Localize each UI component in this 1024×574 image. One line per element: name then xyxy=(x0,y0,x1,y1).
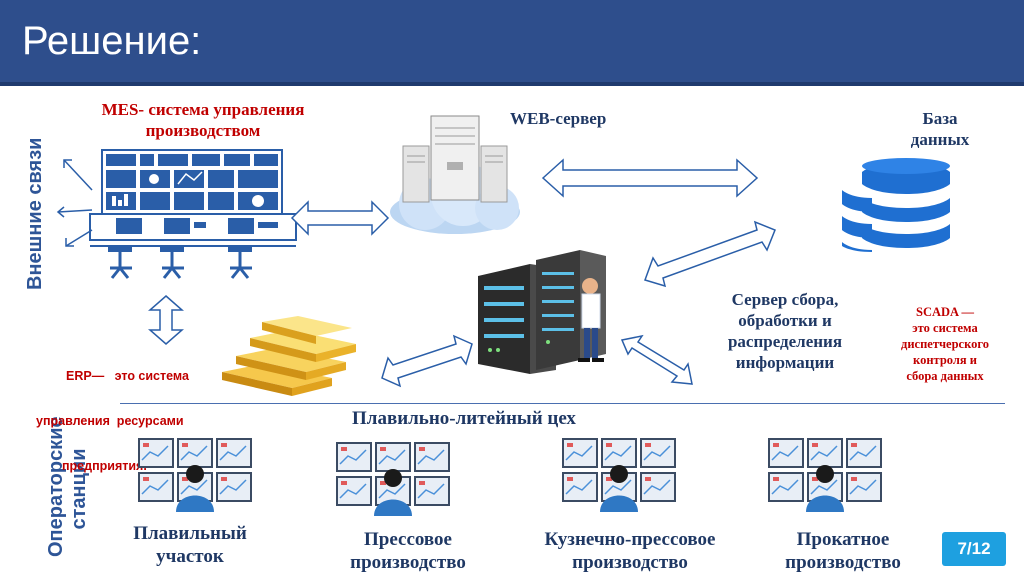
station-caption-2: Прессовое производство xyxy=(318,528,498,574)
web-server-cloud-icon xyxy=(390,115,520,234)
double-arrow-server-db xyxy=(644,220,776,288)
operator-station-icon-1 xyxy=(138,438,252,512)
scada-caption: SCADA — это система диспетчерского контр… xyxy=(872,304,1018,384)
operator-station-icon-2 xyxy=(336,442,450,516)
gold-bars-icon xyxy=(222,316,356,396)
station-2-line1: Прессовое xyxy=(364,529,452,550)
web-server-label: WEB-сервер xyxy=(510,109,607,128)
station-4-line2: производство xyxy=(785,552,901,573)
collection-server-line4: информации xyxy=(735,353,835,372)
operator-station-icon-4 xyxy=(768,438,882,512)
collection-server-line2: обработки и xyxy=(738,311,832,330)
station-1-line1: Плавильный xyxy=(133,523,247,544)
database-caption: База данных xyxy=(890,108,990,150)
station-caption-1: Плавильный участок xyxy=(100,522,280,568)
scada-line3: диспетчерского xyxy=(901,337,989,351)
scada-line1: SCADA — xyxy=(916,305,974,319)
double-arrow-web-db xyxy=(541,158,759,198)
collection-server-caption: Сервер сбора, обработки и распределения … xyxy=(700,289,870,373)
page-indicator: 7/12 xyxy=(942,532,1006,566)
database-caption-line2: данных xyxy=(910,130,970,149)
station-caption-4: Прокатное производство xyxy=(758,528,928,574)
mes-caption-line2: производством xyxy=(145,121,261,140)
scada-line5: сбора данных xyxy=(906,369,984,383)
server-rack-technician-icon xyxy=(478,250,606,374)
double-arrow-server-scada xyxy=(620,334,693,385)
mes-caption: MES- система управления производством xyxy=(58,99,348,141)
scada-line4: контроля и xyxy=(913,353,977,367)
double-arrow-erp-server xyxy=(381,334,473,388)
collection-server-line3: распределения xyxy=(727,332,843,351)
erp-line2: управления ресурсами xyxy=(36,414,184,428)
title-bar: Решение: xyxy=(0,0,1024,86)
operator-station-icon-3 xyxy=(562,438,676,512)
station-caption-3: Кузнечно-прессовое производство xyxy=(515,528,745,574)
double-arrow-mes-erp xyxy=(148,295,184,345)
erp-caption: ERP— это система управления ресурсами пр… xyxy=(36,339,216,489)
station-3-line1: Кузнечно-прессовое xyxy=(544,529,716,550)
erp-line3: предприятия. xyxy=(62,459,147,473)
mes-caption-line1: MES- система управления xyxy=(101,100,305,119)
database-caption-line1: База xyxy=(922,109,958,128)
mes-control-room-icon xyxy=(89,149,297,279)
double-arrow-mes-web xyxy=(290,200,390,236)
scada-line2: это система xyxy=(912,321,978,335)
station-4-line1: Прокатное xyxy=(796,529,890,550)
external-arrows-icon xyxy=(56,159,93,247)
external-links-label: Внешние связи xyxy=(24,137,46,290)
database-icon xyxy=(842,158,950,252)
station-2-line2: производство xyxy=(350,552,466,573)
page-title: Решение: xyxy=(22,19,202,63)
section-divider xyxy=(120,403,1005,404)
station-3-line2: производство xyxy=(572,552,688,573)
collection-server-line1: Сервер сбора, xyxy=(731,290,839,309)
station-1-line2: участок xyxy=(156,546,224,567)
erp-line1: ERP— это система xyxy=(66,369,189,383)
workshop-title: Плавильно-литейный цех xyxy=(352,408,576,429)
